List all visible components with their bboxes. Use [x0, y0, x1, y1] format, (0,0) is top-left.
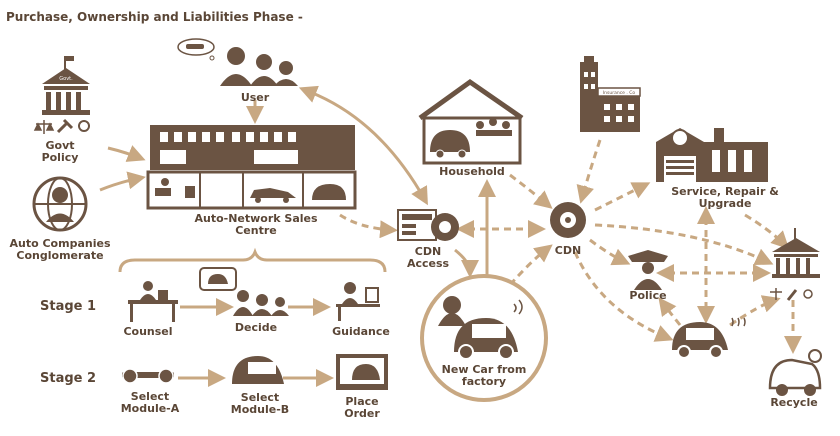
- govt-building-2-icon: [772, 228, 820, 278]
- police-icon: [628, 250, 668, 290]
- arrow-cdn-police: [589, 238, 631, 266]
- stage2-label: Stage 2: [40, 371, 97, 386]
- decide-label: Decide: [234, 321, 278, 334]
- new-car-label: New Car from factory: [434, 364, 534, 388]
- service-label: Service, Repair & Upgrade: [660, 186, 790, 210]
- user-label: User: [240, 91, 270, 104]
- insurance-building-icon: [580, 56, 641, 132]
- select-module-b-line2: Module-B: [230, 403, 290, 416]
- insurance-sign: Insurance . Co: [603, 90, 636, 96]
- counsel-icon: [128, 281, 178, 322]
- new-car-line2: factory: [461, 375, 507, 388]
- module-a-icon: [122, 368, 174, 384]
- select-module-a-label: Select Module-A: [112, 391, 188, 415]
- sales-centre-building-icon: [146, 125, 357, 210]
- govt-building-icon: [42, 56, 90, 115]
- page-title: Purchase, Ownership and Liabilities Phas…: [6, 10, 303, 24]
- place-order-label: Place Order: [332, 396, 392, 420]
- cdn-access-line2: Access: [406, 257, 450, 270]
- service-line1: Service, Repair &: [671, 185, 779, 198]
- arrow-car-govt: [729, 295, 781, 327]
- cdn-access-line1: CDN: [414, 245, 442, 258]
- connector-arrows: [99, 85, 802, 387]
- arrow-household-cdn: [509, 173, 553, 209]
- select-module-b-line1: Select: [240, 391, 280, 404]
- arrow-cdn-service: [594, 182, 651, 212]
- place-order-line2: Order: [344, 407, 380, 420]
- user-group-icon: [177, 38, 298, 86]
- recycle-car-icon: [768, 349, 822, 396]
- cdn-access-icon: [397, 209, 459, 241]
- guidance-label: Guidance: [332, 325, 390, 338]
- police-label: Police: [629, 289, 667, 302]
- justice-icons-2: [770, 288, 813, 301]
- place-order-icon: [336, 354, 388, 390]
- decide-icon: [199, 267, 289, 316]
- cdn-access-label: CDN Access: [398, 246, 458, 270]
- select-module-a-line1: Select: [130, 390, 170, 403]
- cdn-hub-icon: [550, 202, 586, 238]
- household-label: Household: [439, 165, 505, 178]
- new-car-line1: New Car from: [441, 363, 527, 376]
- arrow-cdn-govt: [594, 223, 774, 266]
- arrow-insurance-cdn: [576, 139, 602, 204]
- auto-companies-line1: Auto Companies: [9, 237, 111, 250]
- select-module-a-line2: Module-A: [120, 402, 180, 415]
- arrow-user-cdnaccess: [298, 85, 428, 206]
- arrow-auto-to-sales: [99, 171, 146, 192]
- sales-centre-label: Auto-Network Sales Centre: [186, 213, 326, 237]
- arrow-newcar-cdn: [508, 244, 553, 286]
- service-building-icon: [656, 128, 768, 182]
- auto-companies-label: Auto Companies Conglomerate: [5, 238, 115, 262]
- car-icon: [672, 317, 746, 359]
- stage1-label: Stage 1: [40, 299, 97, 314]
- govt-policy-line2: Policy: [41, 151, 79, 164]
- auto-companies-line2: Conglomerate: [16, 249, 104, 262]
- govt-sign: Govt.: [59, 76, 73, 82]
- arrow-govt-to-sales: [107, 145, 146, 162]
- govt-policy-line1: Govt: [45, 139, 75, 152]
- place-order-line1: Place: [345, 395, 379, 408]
- sales-centre-line1: Auto-Network Sales: [194, 212, 318, 225]
- module-b-icon: [232, 356, 284, 384]
- arrow-sales-cdnaccess: [339, 213, 398, 239]
- arrow-cdn-car: [573, 251, 674, 342]
- globe-person-icon: [32, 176, 88, 232]
- counsel-label: Counsel: [123, 325, 173, 338]
- arrow-cdnaccess-newcar: [454, 248, 479, 278]
- household-icon: [418, 78, 524, 165]
- arrow-car-police: [658, 297, 682, 326]
- recycle-label: Recycle: [770, 396, 818, 409]
- new-car-factory-icon: [420, 274, 548, 402]
- arrow-service-govt: [744, 213, 790, 250]
- cdn-label: CDN: [554, 244, 582, 257]
- guidance-icon: [336, 282, 380, 321]
- stage-bracket: [118, 247, 387, 273]
- govt-policy-label: Govt Policy: [30, 140, 90, 164]
- service-line2: Upgrade: [698, 197, 752, 210]
- sales-centre-line2: Centre: [235, 224, 277, 237]
- justice-icons: [33, 118, 90, 134]
- select-module-b-label: Select Module-B: [222, 392, 298, 416]
